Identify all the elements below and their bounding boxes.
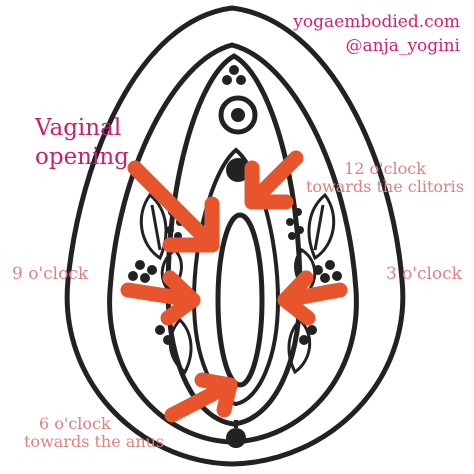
outer-outline xyxy=(64,5,406,467)
hood-dot xyxy=(222,75,232,85)
label-6-oclock: 6 o'clock towards the anus xyxy=(24,414,165,452)
arrow-3-oclock xyxy=(277,270,348,326)
right-berries xyxy=(286,208,342,345)
title-line-2: opening xyxy=(35,143,129,170)
label-12-oclock-line-2: towards the clitoris xyxy=(305,177,464,197)
label-6-oclock-line-1: 6 o'clock xyxy=(39,414,111,433)
label-12-oclock-line-1: 12 o'clock xyxy=(344,159,426,178)
clitoris xyxy=(218,95,258,135)
vaginal-opening xyxy=(215,212,265,388)
arrow-9-oclock xyxy=(120,270,201,326)
arrow-12-oclock xyxy=(244,150,304,210)
arrows xyxy=(120,150,348,423)
clitoris-center xyxy=(231,108,245,122)
label-12-oclock: 12 o'clock towards the clitoris xyxy=(305,159,464,197)
label-3-oclock: 3 o'clock xyxy=(385,264,462,284)
arrow-6-oclock xyxy=(164,372,238,423)
site-url: yogaembodied.com xyxy=(293,12,460,32)
label-9-oclock: 9 o'clock xyxy=(12,264,89,284)
title-line-1: Vaginal xyxy=(35,115,122,141)
label-6-oclock-line-2: towards the anus xyxy=(24,432,165,452)
hood-dot xyxy=(229,65,239,75)
hood-dot xyxy=(236,75,246,85)
anus xyxy=(226,428,246,448)
diagram-title: Vaginal opening xyxy=(35,114,129,172)
social-handle: @anja_yogini xyxy=(345,36,460,56)
urethral-opening xyxy=(226,158,250,182)
arrow-vaginal-opening xyxy=(127,160,220,253)
